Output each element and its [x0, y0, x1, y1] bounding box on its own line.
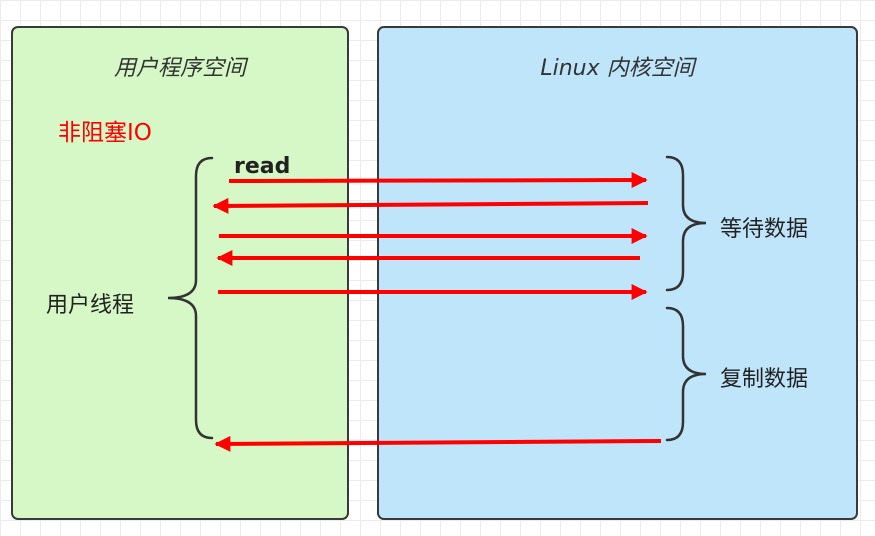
- copy-data-label: 复制数据: [720, 367, 809, 392]
- arrow-to-kernel-1: [228, 172, 648, 189]
- user-space-title: 用户程序空间: [113, 56, 246, 81]
- mode-label: 非阻塞IO: [58, 120, 152, 146]
- wait-data-label: 等待数据: [720, 217, 809, 242]
- user-thread-label: 用户线程: [46, 293, 135, 318]
- kernel-space-title: Linux 内核空间: [540, 56, 695, 81]
- user-thread-brace: [167, 156, 214, 440]
- copy-phase-brace: [665, 306, 707, 442]
- arrow-group: [212, 172, 662, 452]
- read-call-label: read: [234, 154, 291, 179]
- wait-phase-brace: [665, 155, 707, 292]
- kernel-space-panel: Linux 内核空间: [377, 26, 858, 520]
- user-space-panel: 用户程序空间: [11, 26, 349, 520]
- arrow-to-user-2: [212, 197, 649, 214]
- arrow-to-user-6: [214, 435, 662, 452]
